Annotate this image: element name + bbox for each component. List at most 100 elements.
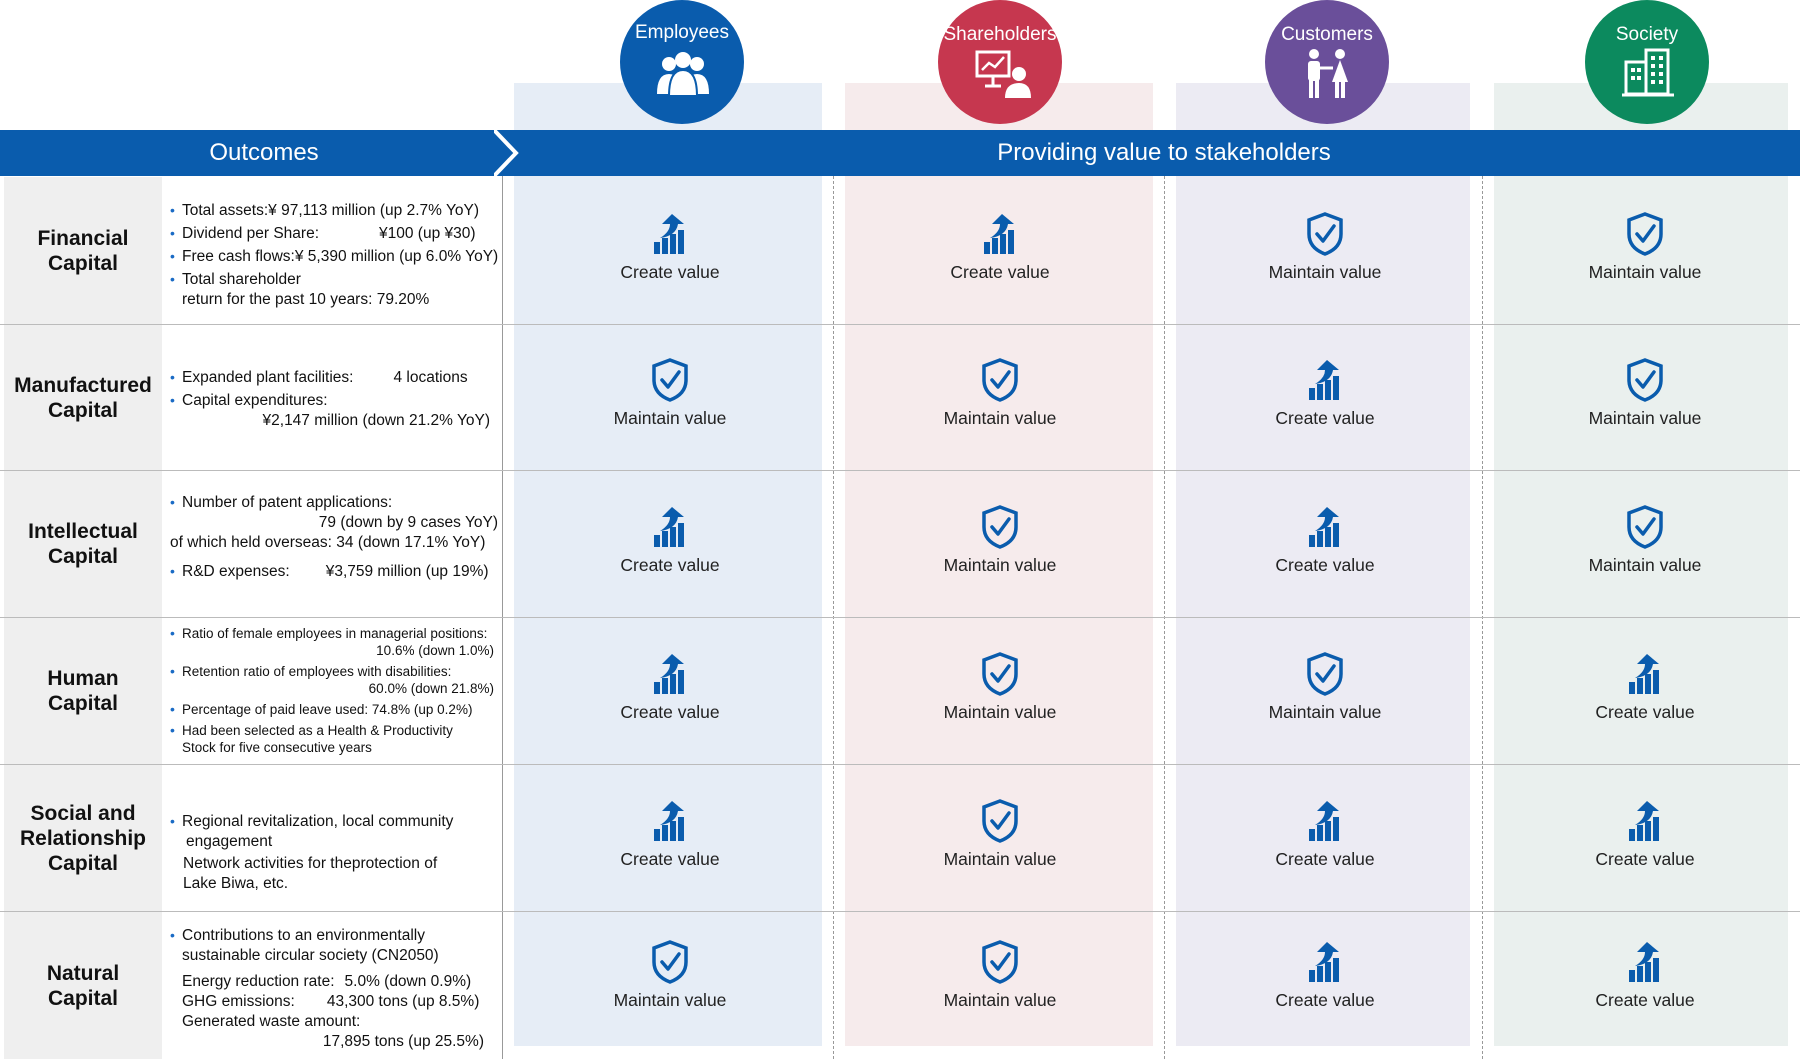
value-label: Create value <box>620 849 720 869</box>
customers-family-icon <box>1308 49 1348 98</box>
value-label: Create value <box>1275 990 1375 1010</box>
value-label: Create value <box>1275 408 1375 428</box>
value-label: Create value <box>1275 555 1375 575</box>
value-label: Maintain value <box>1268 702 1382 722</box>
row-label-intellectual: Intellectual Capital <box>4 471 162 617</box>
value-label: Create value <box>620 262 720 282</box>
list-item-continued: return for the past 10 years: 79.20% <box>182 291 430 308</box>
list-item-continued: Lake Biwa, etc. <box>183 875 289 892</box>
value-label: Maintain value <box>943 555 1057 575</box>
list-item-continued: Stock for five consecutive years <box>182 740 372 755</box>
outcomes-financial: •Total assets:¥ 97,113 million (up 2.7% … <box>170 200 504 310</box>
list-item: •Expanded plant facilities:4 locations <box>170 369 468 386</box>
list-item: Generated waste amount: <box>182 1013 361 1030</box>
value-label: Maintain value <box>943 408 1057 428</box>
growth-chart-icon <box>984 214 1014 254</box>
shield-check-icon <box>982 652 1018 696</box>
list-item-continued: 10.6% (down 1.0%) <box>376 643 494 658</box>
value-cell: Maintain value <box>910 358 1090 429</box>
shield-check-icon <box>982 505 1018 549</box>
value-cell: Maintain value <box>1555 505 1735 576</box>
row-divider <box>0 324 1800 325</box>
value-cell: Create value <box>580 652 760 723</box>
row-divider <box>0 470 1800 471</box>
value-label: Create value <box>1595 849 1695 869</box>
value-cell: Maintain value <box>1555 212 1735 283</box>
growth-chart-icon <box>654 507 684 547</box>
value-cell: Maintain value <box>580 358 760 429</box>
society-label: Society <box>1615 24 1679 45</box>
value-cell: Maintain value <box>910 799 1090 870</box>
row-label-social: Social and Relationship Capital <box>4 765 162 911</box>
shield-check-icon <box>1627 212 1663 256</box>
list-item-continued: 60.0% (down 21.8%) <box>368 681 494 696</box>
list-item-continued: of which held overseas: 34 (down 17.1% Y… <box>170 534 486 551</box>
outcomes-human: •Ratio of female employees in managerial… <box>170 625 504 756</box>
value-cell: Maintain value <box>1235 212 1415 283</box>
value-cell: Create value <box>580 505 760 576</box>
value-label: Maintain value <box>613 408 727 428</box>
list-item: •Retention ratio of employees with disab… <box>170 663 452 679</box>
value-label: Maintain value <box>1588 408 1702 428</box>
stakeholders-header: Providing value to stakeholders <box>997 139 1331 166</box>
value-cell: Create value <box>1235 505 1415 576</box>
value-label: Maintain value <box>1268 262 1382 282</box>
list-item: •Number of patent applications: <box>170 494 393 511</box>
list-item: •Capital expenditures: <box>170 392 328 409</box>
shareholders-label: Shareholders <box>943 24 1057 45</box>
list-item: •Total assets:¥ 97,113 million (up 2.7% … <box>170 202 479 219</box>
value-label: Create value <box>1275 849 1375 869</box>
value-label: Create value <box>1595 990 1695 1010</box>
list-item-continued: 17,895 tons (up 25.5%) <box>322 1033 484 1050</box>
society-column-bg <box>1494 83 1788 1046</box>
outcomes-manufactured: •Expanded plant facilities:4 locations •… <box>170 367 504 431</box>
value-cell: Maintain value <box>910 940 1090 1011</box>
value-cell: Create value <box>1555 940 1735 1011</box>
growth-chart-icon <box>1309 507 1339 547</box>
row-label-financial: Financial Capital <box>4 177 162 324</box>
shareholders-circle: Shareholders <box>938 0 1062 124</box>
shield-check-icon <box>652 358 688 402</box>
row-divider <box>0 764 1800 765</box>
value-cell: Create value <box>580 212 760 283</box>
value-cell: Maintain value <box>910 505 1090 576</box>
shield-check-icon <box>982 940 1018 984</box>
value-label: Maintain value <box>943 849 1057 869</box>
list-item: •R&D expenses:¥3,759 million (up 19%) <box>170 563 489 580</box>
list-item: •Had been selected as a Health & Product… <box>170 722 453 738</box>
value-label: Maintain value <box>943 990 1057 1010</box>
value-cell: Maintain value <box>580 940 760 1011</box>
list-item: •Ratio of female employees in managerial… <box>170 625 488 641</box>
growth-chart-icon <box>1309 942 1339 982</box>
shield-check-icon <box>982 799 1018 843</box>
shareholders-column-bg <box>845 83 1153 1046</box>
list-item: •Percentage of paid leave used: 74.8% (u… <box>170 701 473 717</box>
list-item-continued: engagement <box>186 833 273 850</box>
outcomes-natural: •Contributions to an environmentally sus… <box>170 925 504 1052</box>
shield-check-icon <box>1627 358 1663 402</box>
value-cell: Create value <box>1235 799 1415 870</box>
customers-circle: Customers <box>1265 0 1389 124</box>
employees-label: Employees <box>635 22 729 43</box>
outcomes-social: •Regional revitalization, local communit… <box>170 811 504 894</box>
growth-chart-icon <box>1629 654 1659 694</box>
society-circle: Society <box>1585 0 1709 124</box>
value-label: Maintain value <box>1588 262 1702 282</box>
value-label: Maintain value <box>943 702 1057 722</box>
growth-chart-icon <box>654 214 684 254</box>
value-cell: Maintain value <box>910 652 1090 723</box>
employees-circle: Employees <box>620 0 744 124</box>
shareholder-presentation-icon <box>975 50 1031 98</box>
growth-chart-icon <box>1309 360 1339 400</box>
buildings-icon <box>1622 48 1674 97</box>
shield-check-icon <box>1307 652 1343 696</box>
shield-check-icon <box>1307 212 1343 256</box>
row-label-natural: Natural Capital <box>4 912 162 1059</box>
row-divider <box>0 617 1800 618</box>
growth-chart-icon <box>1629 942 1659 982</box>
value-cell: Create value <box>1555 799 1735 870</box>
value-label: Create value <box>620 702 720 722</box>
value-cell: Create value <box>910 212 1090 283</box>
list-item-continued: sustainable circular society (CN2050) <box>182 947 439 964</box>
list-item: •Regional revitalization, local communit… <box>170 813 454 830</box>
